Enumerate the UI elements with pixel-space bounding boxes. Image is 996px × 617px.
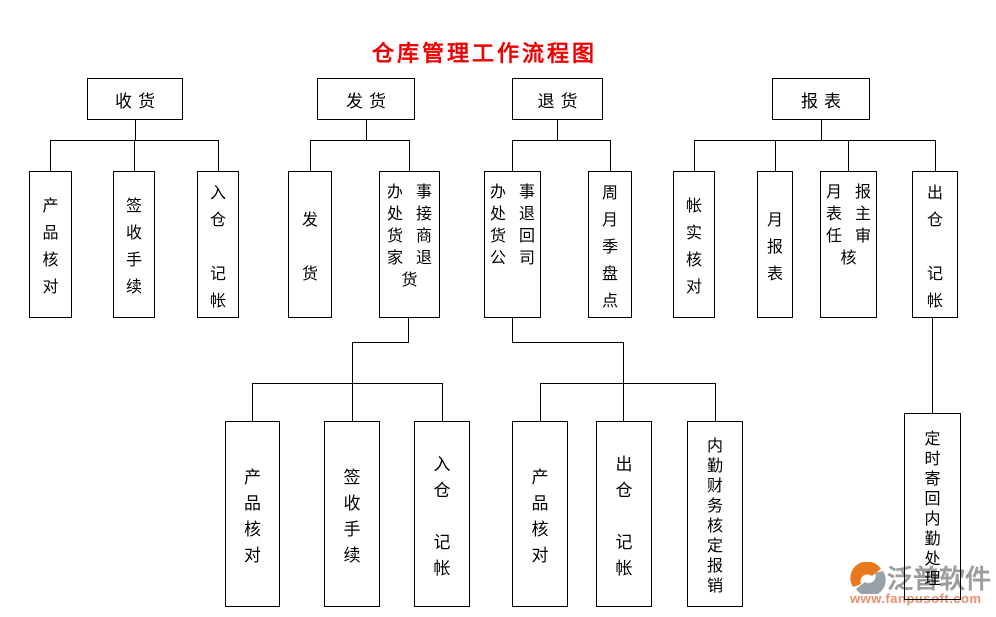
flow-node-warehouse-out-book-2: 出仓 记帐: [596, 421, 652, 607]
connector-line: [135, 120, 136, 141]
connector-line: [512, 140, 611, 141]
connector-line: [821, 120, 822, 141]
connector-line: [623, 383, 624, 422]
connector-line: [442, 383, 443, 422]
watermark-row: 泛普软件: [850, 562, 996, 594]
flow-node-account-reality-check: 帐实核对: [673, 171, 715, 318]
connector-line: [775, 140, 776, 172]
flow-node-product-check-1: 产品核对: [29, 171, 72, 318]
connector-line: [935, 140, 936, 172]
flow-node-receiving: 收货: [87, 78, 183, 120]
connector-line: [134, 140, 135, 172]
connector-line: [512, 342, 624, 343]
connector-line: [409, 140, 410, 172]
connector-line: [540, 383, 716, 384]
flow-node-monthly-report: 月报表: [757, 171, 793, 318]
connector-line: [694, 140, 695, 172]
flow-node-mail-back-to-back-office: 定时寄回内勤处理: [904, 413, 961, 600]
connector-line: [610, 140, 611, 172]
connector-line: [50, 140, 51, 172]
fanpu-logo-icon: [850, 562, 886, 594]
flow-node-product-check-2: 产品核对: [225, 421, 280, 607]
connector-line: [623, 342, 624, 384]
connector-line: [932, 318, 933, 414]
flow-node-product-check-3: 产品核对: [512, 421, 568, 607]
flow-node-warehouse-out-book-1: 出仓 记帐: [912, 171, 958, 318]
flow-node-warehouse-in-book-2: 入仓 记帐: [414, 421, 470, 607]
connector-line: [352, 383, 353, 422]
flow-node-reports: 报表: [772, 78, 870, 120]
connector-line: [694, 140, 936, 141]
connector-line: [848, 140, 849, 172]
flow-node-shipping: 发货: [317, 78, 415, 120]
flow-node-office-return-to-company: 办事处退货回公司: [484, 171, 541, 318]
connector-line: [512, 140, 513, 172]
flow-node-periodic-inventory: 周月季盘点: [588, 171, 632, 318]
connector-line: [310, 140, 410, 141]
flow-node-sign-procedure-1: 签收手续: [113, 171, 155, 318]
connector-line: [352, 342, 353, 384]
connector-line: [512, 318, 513, 343]
connector-line: [252, 383, 253, 422]
flow-node-sign-procedure-2: 签收手续: [324, 421, 380, 607]
watermark: 泛普软件 www.fanpusoft.com: [850, 562, 996, 606]
connector-line: [408, 318, 409, 343]
flow-node-warehouse-in-book-1: 入仓 记帐: [197, 171, 239, 318]
connector-line: [715, 383, 716, 422]
connector-line: [252, 383, 443, 384]
connector-line: [218, 140, 219, 172]
connector-line: [366, 120, 367, 141]
connector-line: [540, 383, 541, 422]
diagram-title: 仓库管理工作流程图: [372, 41, 598, 66]
connector-line: [310, 140, 311, 172]
watermark-url: www.fanpusoft.com: [850, 591, 982, 606]
watermark-brand: 泛普软件: [887, 564, 992, 594]
flow-node-returns: 退货: [512, 78, 603, 120]
connector-line: [557, 120, 558, 141]
flow-node-monthly-report-director-review: 月报表主任审核: [820, 171, 877, 318]
connector-line: [352, 342, 409, 343]
flow-node-back-office-finance-approval: 内勤财务核定报销: [687, 421, 743, 607]
flow-node-ship-goods: 发 货: [288, 171, 332, 318]
flow-node-office-receive-merchant-return: 办事处接货商家退货: [379, 171, 440, 318]
